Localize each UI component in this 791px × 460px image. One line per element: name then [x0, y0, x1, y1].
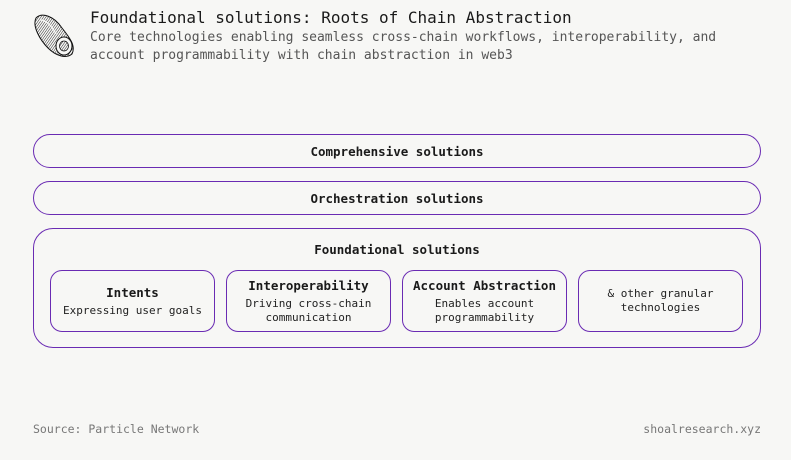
comprehensive-solutions-layer: Comprehensive solutions [33, 134, 761, 168]
orchestration-solutions-layer: Orchestration solutions [33, 181, 761, 215]
page-subtitle: Core technologies enabling seamless cros… [90, 30, 717, 63]
card-title: Account Abstraction [413, 277, 556, 293]
source-note: Source: Particle Network [33, 422, 200, 436]
card-description: Driving cross-chain communication [245, 296, 372, 324]
other-technologies-card: & other granular technologies [578, 270, 743, 332]
foundational-solutions-layer: Foundational solutions Intents Expressin… [33, 228, 761, 348]
interoperability-card: Interoperability Driving cross-chain com… [226, 270, 391, 332]
card-title: Interoperability [248, 277, 369, 293]
shell-icon [34, 14, 74, 57]
intents-card: Intents Expressing user goals [50, 270, 215, 332]
site-credit: shoalresearch.xyz [643, 422, 761, 436]
page-title: Foundational solutions: Roots of Chain A… [90, 8, 572, 27]
account-abstraction-card: Account Abstraction Enables account prog… [402, 270, 567, 332]
card-title: Intents [106, 284, 159, 300]
card-description: & other granular technologies [607, 287, 714, 314]
card-description: Expressing user goals [62, 303, 203, 317]
foundational-solutions-title: Foundational solutions [314, 242, 480, 257]
card-description: Enables account programmability [434, 296, 535, 324]
